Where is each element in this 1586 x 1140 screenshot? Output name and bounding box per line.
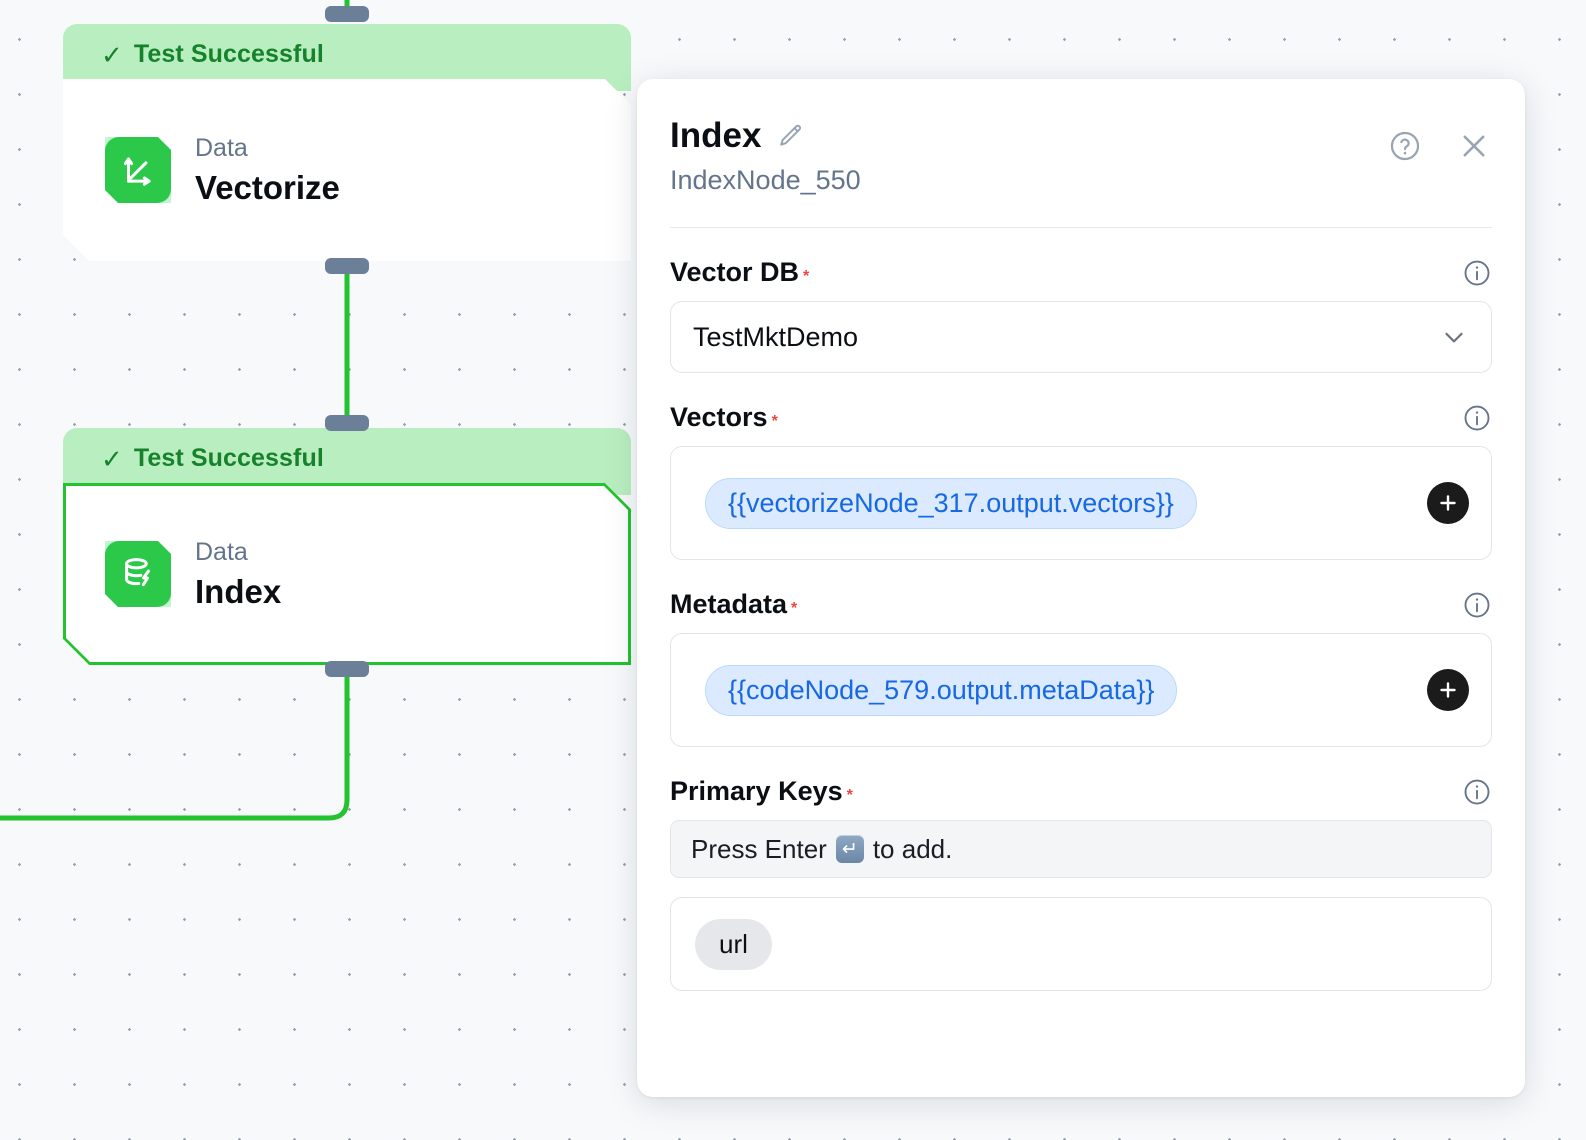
required-marker: * <box>772 413 778 430</box>
field-label: Primary Keys <box>670 776 843 806</box>
field-header: Primary Keys* <box>670 776 1492 807</box>
panel-header-actions <box>1388 129 1491 163</box>
enter-key-icon: ↵ <box>836 835 864 863</box>
node-kind-label: Data <box>195 538 281 567</box>
info-circle-icon[interactable] <box>1462 258 1492 288</box>
vector-db-select[interactable]: TestMktDemo <box>670 301 1492 373</box>
edge-index-out <box>0 676 347 818</box>
pencil-icon[interactable] <box>777 122 805 150</box>
primary-key-chip[interactable]: url <box>695 919 772 970</box>
node-text-vectorize: Data Vectorize <box>195 134 340 207</box>
header-divider <box>670 227 1492 228</box>
field-metadata: Metadata* {{codeNode_579.output.metaData… <box>670 589 1492 747</box>
node-status-label: Test Successful <box>134 444 324 473</box>
vectors-token-box[interactable]: {{vectorizeNode_317.output.vectors}} <box>670 446 1492 560</box>
info-circle-icon[interactable] <box>1462 403 1492 433</box>
primary-keys-hint-before: Press Enter <box>691 834 827 865</box>
node-handle-index-bottom[interactable] <box>325 661 369 677</box>
panel-title-row: Index <box>670 116 1481 156</box>
required-marker: * <box>847 787 853 804</box>
field-label: Metadata <box>670 589 787 619</box>
node-title-label: Vectorize <box>195 169 340 207</box>
node-text-index: Data Index <box>195 538 281 611</box>
field-header: Metadata* <box>670 589 1492 620</box>
required-marker: * <box>791 600 797 617</box>
primary-keys-input[interactable]: Press Enter ↵ to add. <box>670 820 1492 878</box>
node-title-label: Index <box>195 573 281 611</box>
node-handle-vectorize-bottom[interactable] <box>325 258 369 274</box>
primary-keys-hint-after: to add. <box>873 834 953 865</box>
node-handle-index-top[interactable] <box>325 415 369 431</box>
field-header: Vector DB* <box>670 257 1492 288</box>
info-circle-icon[interactable] <box>1462 590 1492 620</box>
field-label-wrap: Vector DB* <box>670 257 809 288</box>
field-label: Vector DB <box>670 257 799 287</box>
node-config-panel: Index IndexNode_550 <box>637 79 1525 1097</box>
info-circle-icon[interactable] <box>1462 777 1492 807</box>
chevron-down-icon <box>1439 322 1469 352</box>
node-handle-vectorize-top[interactable] <box>325 6 369 22</box>
expression-token[interactable]: {{codeNode_579.output.metaData}} <box>705 665 1177 716</box>
close-icon[interactable] <box>1457 129 1491 163</box>
vector-axes-icon <box>105 137 171 203</box>
field-vectors: Vectors* {{vectorizeNode_317.output.vect… <box>670 402 1492 560</box>
primary-keys-chip-list: url <box>670 897 1492 991</box>
node-status-label: Test Successful <box>134 40 324 69</box>
node-index[interactable]: ✓ Test Successful Data Index <box>63 428 631 665</box>
vector-db-value: TestMktDemo <box>693 322 858 353</box>
field-label-wrap: Metadata* <box>670 589 797 620</box>
required-marker: * <box>803 268 809 285</box>
database-bolt-icon <box>105 541 171 607</box>
expression-token[interactable]: {{vectorizeNode_317.output.vectors}} <box>705 478 1197 529</box>
field-vector-db: Vector DB* TestMktDemo <box>670 257 1492 373</box>
plus-icon[interactable] <box>1427 482 1469 524</box>
page-title: Index <box>670 116 761 156</box>
node-body-index[interactable]: Data Index <box>63 483 631 665</box>
field-primary-keys: Primary Keys* Press Enter ↵ to add. url <box>670 776 1492 991</box>
node-id-label: IndexNode_550 <box>670 165 1481 196</box>
field-label: Vectors <box>670 402 768 432</box>
check-icon: ✓ <box>101 446 123 472</box>
panel-body: Vector DB* TestMktDemo <box>637 257 1525 991</box>
node-vectorize[interactable]: ✓ Test Successful Data Vectorize <box>63 24 631 261</box>
plus-icon[interactable] <box>1427 669 1469 711</box>
help-circle-icon[interactable] <box>1388 129 1422 163</box>
node-body-vectorize[interactable]: Data Vectorize <box>63 79 631 261</box>
check-icon: ✓ <box>101 42 123 68</box>
panel-header: Index IndexNode_550 <box>637 79 1525 196</box>
field-label-wrap: Vectors* <box>670 402 778 433</box>
node-kind-label: Data <box>195 134 340 163</box>
metadata-token-box[interactable]: {{codeNode_579.output.metaData}} <box>670 633 1492 747</box>
field-header: Vectors* <box>670 402 1492 433</box>
field-label-wrap: Primary Keys* <box>670 776 853 807</box>
